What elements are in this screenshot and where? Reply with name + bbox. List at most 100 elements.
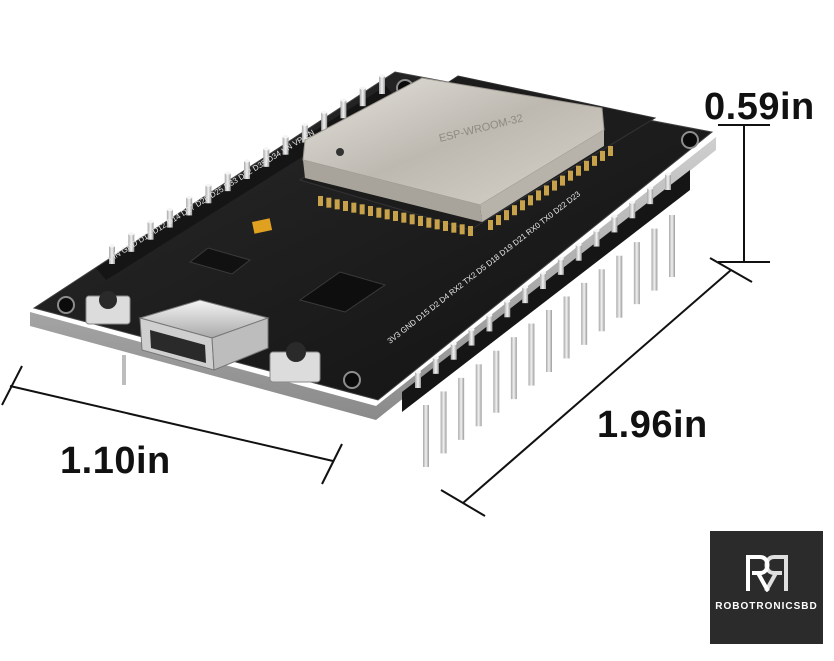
usb-uart-chip [298, 271, 387, 313]
header-pin [415, 370, 421, 388]
module-pin [443, 221, 448, 231]
module-pin [568, 170, 573, 181]
module-pin [384, 209, 390, 220]
header-pin [647, 186, 654, 205]
module-pin [318, 196, 323, 206]
width-dimension-line [1, 365, 343, 485]
robotronics-logo-icon [746, 555, 788, 592]
header-pin-leg [651, 228, 658, 291]
header-pin [629, 200, 636, 219]
module-pin [584, 160, 589, 171]
module-pin [459, 224, 465, 235]
header-pin [359, 86, 366, 107]
module-pin [560, 175, 565, 186]
module-pin [434, 219, 440, 230]
header-pin [340, 98, 347, 119]
header-pin [522, 285, 529, 304]
header-pin [611, 214, 618, 233]
header-pin [468, 327, 475, 346]
module-pin [600, 150, 605, 161]
voltage-regulator [188, 247, 252, 275]
header-pin [147, 220, 154, 240]
module-pin [488, 220, 493, 230]
right-pin-header [402, 170, 690, 412]
header-pin [205, 183, 212, 204]
module-pin [368, 206, 373, 216]
header-pin [665, 172, 671, 190]
header-pin-leg [475, 364, 482, 427]
module-pin [552, 180, 557, 191]
width-dimension-label: 1.10in [60, 440, 171, 482]
header-pin [486, 313, 493, 332]
header-pin [432, 356, 439, 374]
module-pin [359, 204, 365, 215]
module-pin [426, 217, 432, 228]
module-pin [326, 197, 332, 208]
header-pin [224, 171, 231, 192]
module-pin [451, 222, 457, 233]
micro-usb-port[interactable] [138, 299, 270, 371]
length-dimension-label: 1.96in [597, 404, 708, 446]
module-pin [351, 202, 357, 213]
header-pin [450, 342, 457, 360]
header-pin-leg [598, 269, 605, 332]
header-pin [186, 195, 193, 216]
header-pin [593, 228, 600, 247]
module-pin [512, 205, 517, 216]
header-pin-leg [616, 255, 623, 318]
right-pin-tips [415, 172, 671, 388]
header-pin [166, 207, 173, 228]
left-pin-tips [109, 74, 385, 264]
header-pin [282, 135, 289, 155]
module-pin [468, 226, 473, 236]
module-pin [334, 199, 340, 210]
module-pin [496, 215, 501, 226]
header-pin [379, 74, 385, 94]
header-pin-leg [423, 405, 429, 467]
capacitor [251, 218, 273, 234]
boot-button[interactable] [85, 291, 131, 325]
module-pin [393, 211, 398, 221]
module-pin [592, 155, 597, 166]
watermark-brand-text: ROBOTRONICSBD [715, 601, 818, 612]
header-pin-leg [528, 323, 535, 386]
header-pin [557, 257, 564, 275]
header-pin-leg [510, 337, 517, 400]
height-dimension-line [718, 124, 770, 263]
header-pin-leg [581, 282, 588, 345]
header-pin [575, 243, 582, 261]
length-dimension-line [440, 257, 753, 517]
usb-anchor-pin [122, 355, 126, 385]
header-pin [244, 159, 250, 179]
module-pin [376, 207, 382, 218]
module-pin [536, 190, 541, 201]
header-pin [321, 110, 328, 131]
watermark-logo: ROBOTRONICSBD [710, 531, 823, 644]
header-pin [128, 232, 135, 252]
header-pin-leg [458, 377, 465, 440]
module-pin [544, 185, 549, 196]
module-pin [576, 165, 581, 176]
module-pin [418, 216, 423, 226]
header-pin [301, 122, 308, 143]
module-pin [528, 195, 533, 206]
header-pin [540, 271, 546, 289]
module-pin [401, 212, 407, 223]
height-dimension-label: 0.59in [704, 86, 815, 128]
header-pin-leg [669, 215, 675, 277]
module-pin [504, 210, 509, 221]
header-pin [504, 299, 511, 318]
header-pin-leg [563, 296, 570, 359]
header-pin [109, 244, 115, 264]
en-button[interactable] [269, 342, 321, 383]
header-pin [263, 147, 270, 167]
module-pin [343, 201, 348, 211]
right-pin-legs [423, 215, 675, 467]
module-shield: ESP-WROOM-32 [302, 77, 605, 222]
header-pin-leg [440, 391, 447, 454]
header-pin-leg [493, 350, 500, 413]
header-pin-leg [633, 242, 640, 305]
module-castellated-pins [318, 146, 613, 236]
